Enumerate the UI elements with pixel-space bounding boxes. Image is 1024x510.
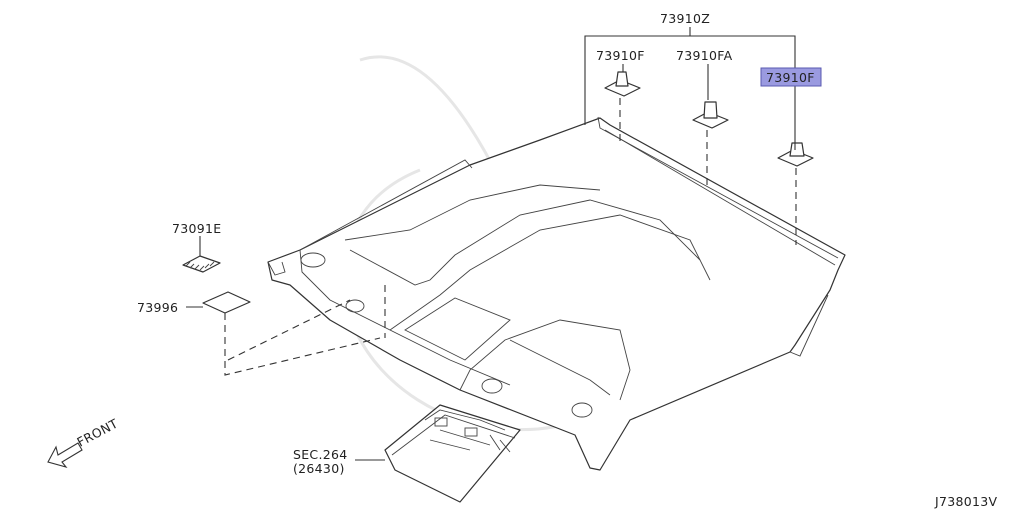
pad-73996[interactable]: [186, 285, 386, 376]
headlining-panel[interactable]: [267, 116, 846, 471]
label-clip-left: 73910F: [596, 48, 645, 63]
map-lamp-console[interactable]: [355, 404, 521, 503]
label-pad-upper: 73091E: [172, 221, 221, 236]
pad-73091E[interactable]: [182, 236, 221, 273]
label-front: FRONT: [74, 416, 120, 450]
clip-73910F-left[interactable]: [604, 71, 641, 97]
label-assembly: 73910Z: [660, 11, 710, 26]
clip-73910F-right[interactable]: [777, 142, 814, 167]
highlight-box[interactable]: [760, 67, 822, 87]
front-arrow-icon: [47, 442, 83, 468]
label-section-part: (26430): [293, 461, 345, 476]
label-section-ref: SEC.264: [293, 447, 348, 462]
clip-73910FA[interactable]: [692, 101, 729, 129]
label-pad-lower: 73996: [137, 300, 178, 315]
label-clip-mid: 73910FA: [676, 48, 733, 63]
label-diagram-id: J738013V: [934, 494, 998, 509]
assembly-bracket: [584, 27, 797, 245]
label-clip-right-highlighted[interactable]: 73910F: [766, 70, 815, 85]
